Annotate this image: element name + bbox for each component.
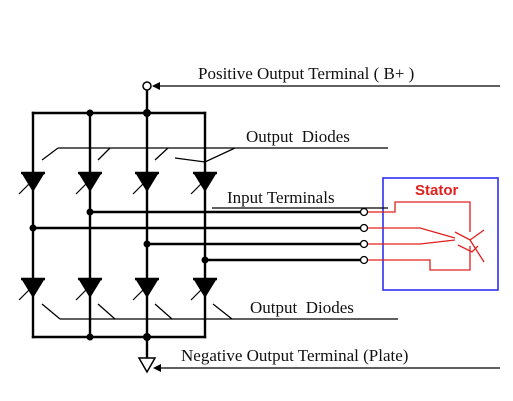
diode-columns: [31, 111, 207, 339]
stator-box: Stator: [368, 177, 499, 291]
input-terminals-label: Input Terminals: [227, 188, 335, 207]
positive-bus: [31, 81, 207, 117]
label-negative: Negative Output Terminal (Plate): [153, 346, 500, 372]
positive-terminal-node: [142, 81, 152, 91]
phase-wires: [29, 207, 369, 265]
label-input-terminals: Input Terminals: [212, 188, 388, 209]
ground-symbol: [137, 357, 157, 374]
label-positive: Positive Output Terminal ( B+ ): [152, 64, 500, 90]
top-diodes: [17, 171, 219, 196]
negative-terminal-label: Negative Output Terminal (Plate): [181, 346, 408, 365]
bottom-diodes: [17, 277, 219, 302]
label-output-diodes-top: Output Diodes: [41, 127, 388, 163]
negative-bus: [31, 333, 207, 374]
label-output-diodes-bottom: Output Diodes: [41, 298, 398, 320]
output-diodes-bottom-label: Output Diodes: [250, 298, 354, 317]
stator-label: Stator: [415, 182, 459, 199]
output-diodes-top-label: Output Diodes: [246, 127, 350, 146]
positive-terminal-label: Positive Output Terminal ( B+ ): [198, 64, 414, 83]
